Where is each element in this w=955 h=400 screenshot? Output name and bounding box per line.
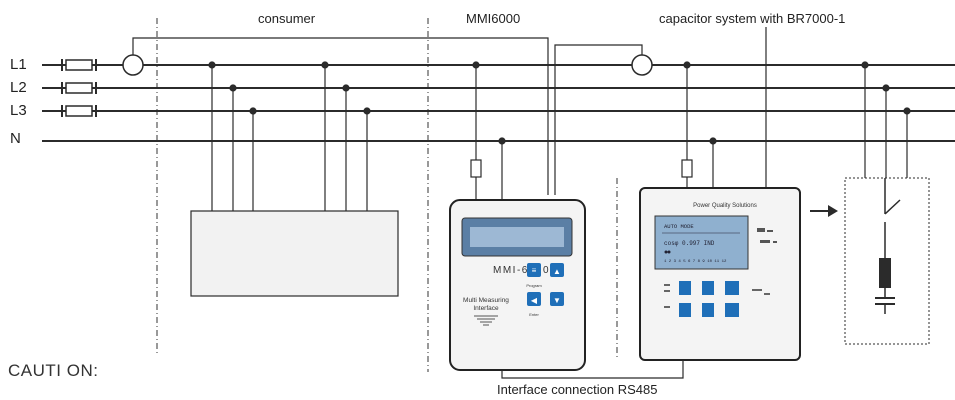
br7000-device: Power Quality Solutions AUTO MODE cosφ 0…	[639, 187, 801, 361]
br7000-screen	[654, 215, 749, 270]
mmi-subtitle-1: Multi Measuring	[463, 297, 509, 304]
mmi-program-label: Program	[526, 283, 542, 288]
section-label-consumer: consumer	[258, 11, 316, 26]
contactor-switch-icon	[884, 199, 901, 215]
mmi-subtitle-2: Interface	[473, 305, 499, 312]
caution-label: CAUTI ON:	[8, 361, 99, 380]
svg-text:▲: ▲	[553, 267, 561, 276]
phase-label-l2: L2	[10, 79, 27, 96]
phase-label-n: N	[10, 130, 21, 147]
fuse-l1	[61, 59, 97, 71]
br7000-key-1[interactable]	[679, 281, 691, 295]
ct2-wire	[554, 44, 643, 195]
section-label-mmi: MMI6000	[466, 11, 521, 26]
br7000-key-3[interactable]	[725, 281, 739, 295]
mmi-enter-label: Enter	[529, 312, 539, 317]
svg-text:≡: ≡	[532, 266, 537, 275]
mmi-left-key[interactable]	[527, 292, 541, 306]
control-arrow-icon	[810, 205, 838, 217]
current-transformer-2	[631, 54, 653, 76]
rs485-wire	[501, 360, 684, 379]
br7000-key-5[interactable]	[702, 303, 714, 317]
fuse-l2	[61, 82, 97, 94]
phase-label-l3: L3	[10, 102, 27, 119]
reactor-coil-icon	[879, 258, 891, 288]
svg-text:▼: ▼	[553, 296, 561, 305]
svg-text:◀: ◀	[531, 296, 538, 305]
mmi-program-key[interactable]	[527, 263, 541, 277]
consumer-load-box	[190, 210, 399, 297]
mmi-voltage-taps	[470, 61, 506, 200]
br7000-steps: 1 2 3 4 5 6 7 8 9 10 11 12	[664, 260, 727, 264]
mmi-up-key[interactable]	[550, 263, 564, 277]
capacitor-stage	[844, 61, 930, 345]
section-label-capacitor: capacitor system with BR7000-1	[659, 11, 846, 26]
mmi-down-key[interactable]	[550, 292, 564, 306]
br7000-key-2[interactable]	[702, 281, 714, 295]
br-voltage-taps	[681, 61, 717, 188]
fuse-l3	[61, 105, 97, 117]
rs485-label: Interface connection RS485	[497, 382, 658, 397]
br7000-keypad	[664, 281, 770, 317]
mmi-logo-icon	[474, 315, 498, 326]
br7000-side-icons	[757, 228, 777, 243]
br7000-key-6[interactable]	[725, 303, 739, 317]
consumer-taps	[208, 61, 371, 211]
br7000-brand: Power Quality Solutions	[693, 203, 757, 209]
mmi-model: MMI-6000	[493, 265, 550, 276]
br7000-key-4[interactable]	[679, 303, 691, 317]
mmi6000-device: MMI-6000 ≡ Program ▲ ◀ Enter ▼ Multi Mea…	[449, 199, 586, 371]
br7000-reading: cosφ 0.997 IND	[664, 240, 715, 247]
phase-label-l1: L1	[10, 56, 27, 73]
current-transformer-1	[122, 54, 144, 76]
br7000-mode: AUTO MODE	[664, 223, 694, 230]
ct1-wire	[132, 37, 549, 195]
